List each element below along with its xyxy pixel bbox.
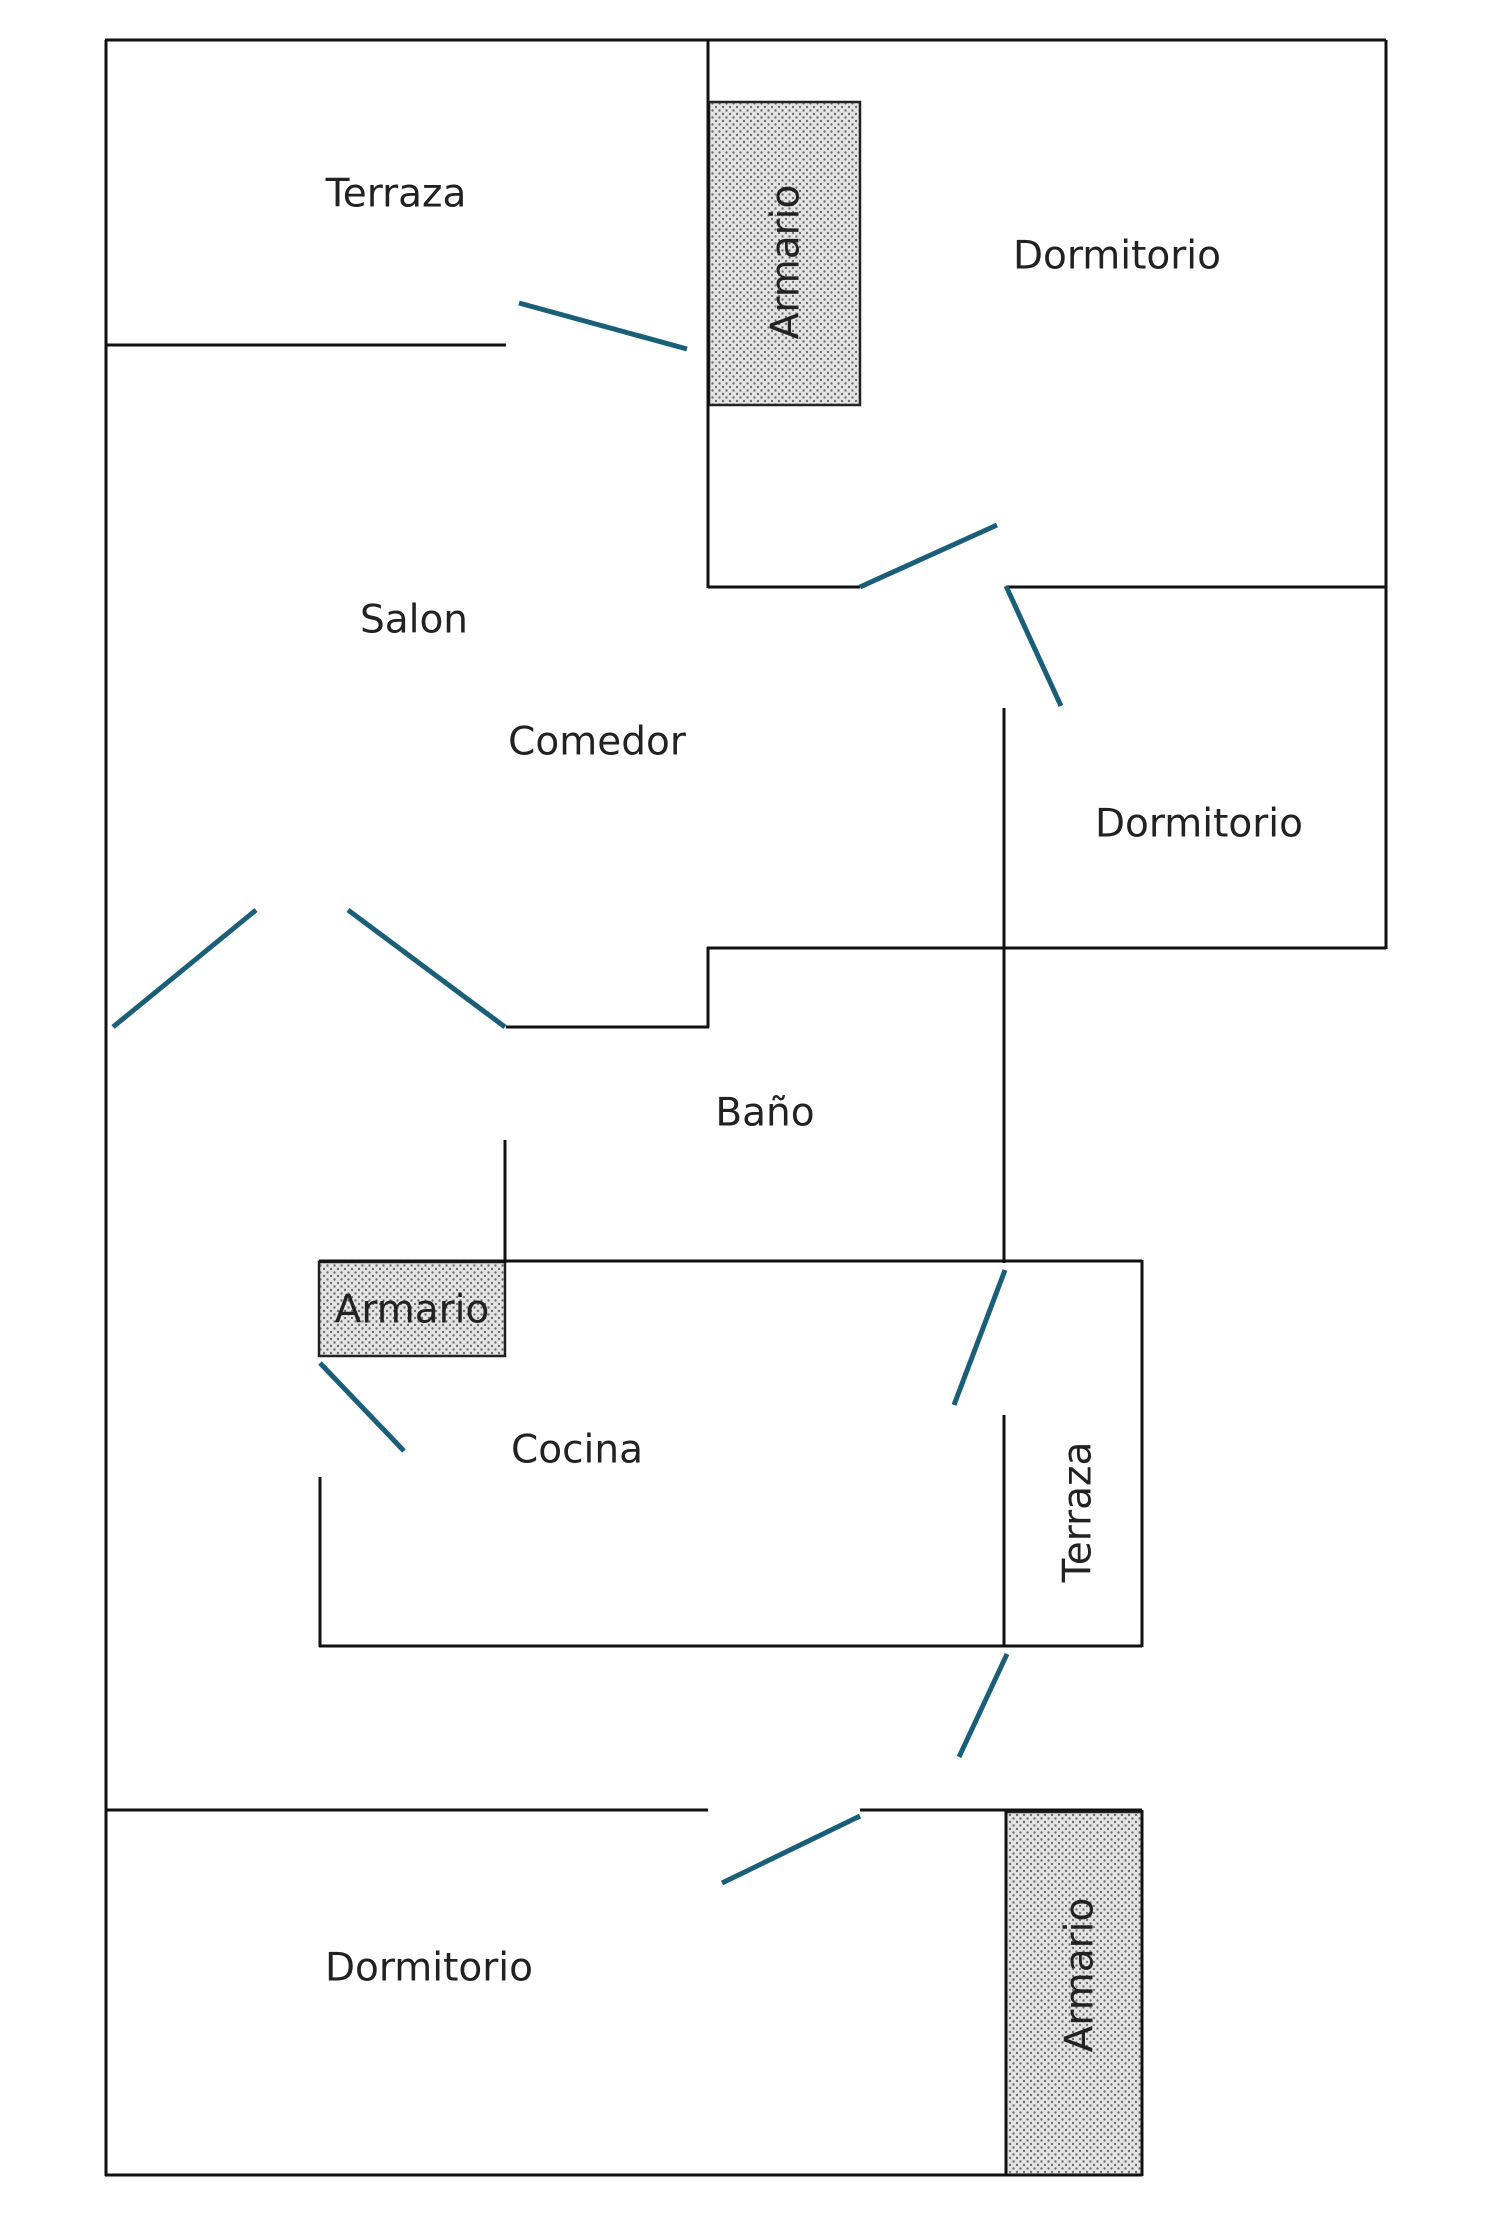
- door-kitchen-left: [318, 1361, 406, 1453]
- closet-label-kitchen: Armario: [335, 1288, 490, 1333]
- room-label-dormitorio-right: Dormitorio: [1095, 802, 1303, 847]
- room-label-dormitorio-top-right: Dormitorio: [1013, 234, 1221, 279]
- door-bedroom-right: [1003, 584, 1064, 708]
- room-label-dormitorio-bottom: Dormitorio: [325, 1946, 533, 1991]
- closet-bottom: [1004, 1810, 1144, 2177]
- room-label-terraza-side: Terraza: [1056, 1442, 1101, 1584]
- closet-top: [707, 100, 862, 407]
- door-terrace: [518, 300, 688, 352]
- door-entrance-left: [111, 908, 258, 1029]
- room-label-comedor: Comedor: [508, 720, 687, 765]
- closet-kitchen: [317, 1260, 507, 1358]
- door-terrace-side: [956, 1652, 1010, 1759]
- closet-label-top: Armario: [764, 185, 809, 340]
- room-label-salon: Salon: [360, 598, 468, 643]
- room-label-cocina: Cocina: [511, 1428, 643, 1473]
- door-bedroom-top: [858, 522, 999, 590]
- room-labels: Terraza Dormitorio Salon Comedor Dormito…: [325, 172, 1303, 2053]
- door-bedroom-bottom: [720, 1813, 862, 1886]
- room-label-terraza-top: Terraza: [325, 172, 467, 217]
- room-label-bano: Baño: [715, 1091, 814, 1136]
- door-entrance-right: [346, 907, 507, 1030]
- door-bath-kitchen: [951, 1269, 1008, 1406]
- doors: [111, 300, 1064, 1886]
- closet-label-bottom: Armario: [1058, 1898, 1103, 2053]
- walls: [104, 38, 1388, 2177]
